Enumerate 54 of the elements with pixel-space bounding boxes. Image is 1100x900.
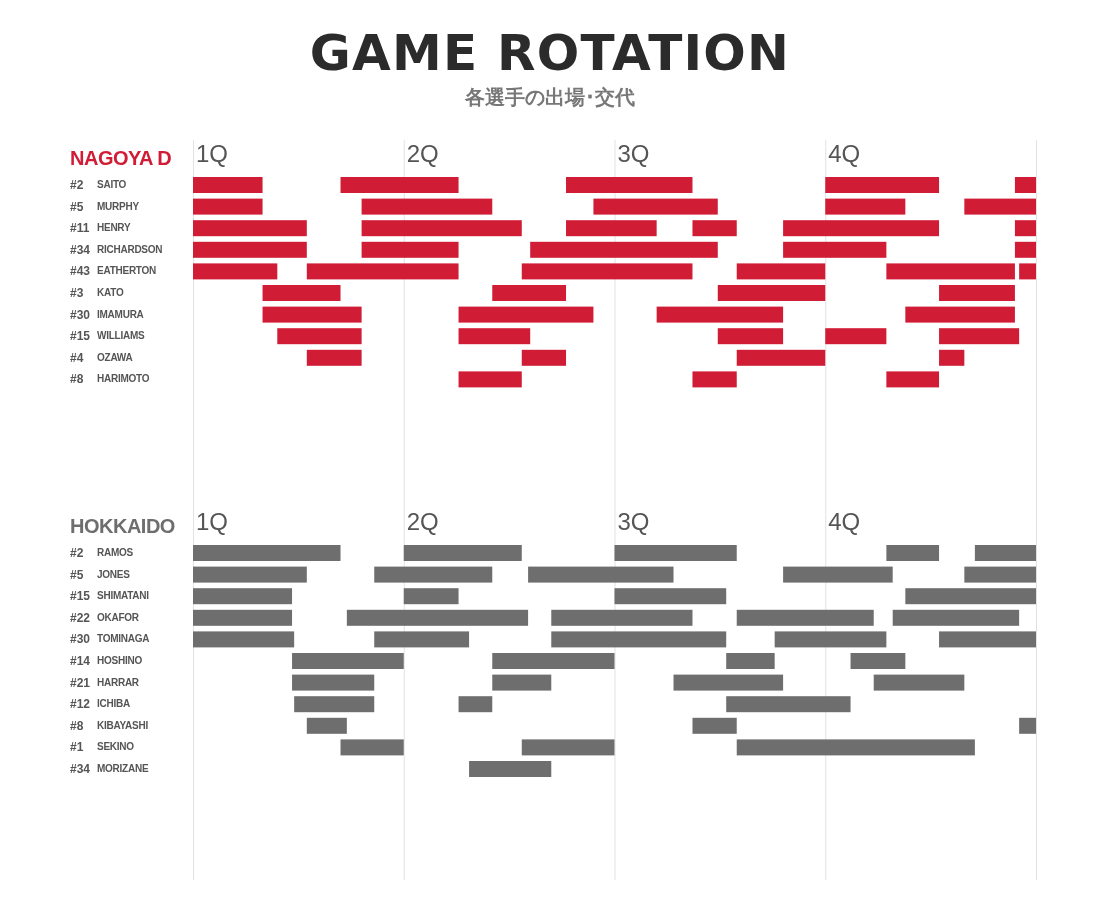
jersey-number: #3 bbox=[70, 287, 84, 299]
jersey-number: #43 bbox=[70, 265, 91, 278]
player-name: TOMINAGA bbox=[97, 634, 150, 645]
player-name: MURPHY bbox=[97, 201, 139, 212]
subtitle: 各選手の出場･交代 bbox=[464, 85, 636, 110]
quarter-label: 1Q bbox=[196, 510, 228, 534]
player-name: OZAWA bbox=[97, 352, 133, 363]
jersey-number: #34 bbox=[70, 243, 91, 256]
jersey-number: #5 bbox=[70, 568, 84, 581]
player-name: HARIMOTO bbox=[97, 374, 150, 385]
jersey-number: #30 bbox=[70, 633, 91, 646]
player-name: WILLIAMS bbox=[97, 331, 145, 342]
player-name: ICHIBA bbox=[97, 699, 130, 710]
quarter-label: 3Q bbox=[617, 510, 650, 534]
player-name: HENRY bbox=[97, 223, 131, 234]
player-name: SHIMATANI bbox=[97, 591, 149, 602]
quarter-label: 3Q bbox=[617, 142, 650, 166]
jersey-number: #4 bbox=[70, 351, 84, 364]
player-name: MORIZANE bbox=[97, 764, 149, 774]
player-name: EATHERTON bbox=[97, 266, 157, 277]
player-name: SAITO bbox=[97, 180, 127, 190]
player-name: KATO bbox=[97, 288, 124, 298]
jersey-number: #8 bbox=[70, 719, 84, 732]
jersey-number: #34 bbox=[70, 763, 91, 775]
jersey-number: #1 bbox=[70, 741, 84, 754]
jersey-number: #11 bbox=[70, 222, 90, 235]
player-name: IMAMURA bbox=[97, 309, 144, 320]
jersey-number: #8 bbox=[70, 373, 84, 386]
player-name: RICHARDSON bbox=[97, 244, 163, 255]
quarter-label: 1Q bbox=[196, 142, 228, 166]
jersey-number: #5 bbox=[70, 200, 84, 213]
jersey-number: #12 bbox=[70, 698, 91, 711]
player-name: JONES bbox=[97, 569, 130, 580]
quarter-label: 4Q bbox=[828, 510, 861, 534]
jersey-number: #2 bbox=[70, 547, 84, 559]
jersey-number: #15 bbox=[70, 330, 91, 343]
quarter-label: 2Q bbox=[406, 142, 439, 166]
quarter-label: 4Q bbox=[828, 142, 861, 166]
team-name: HOKKAIDO bbox=[70, 516, 175, 536]
player-name: OKAFOR bbox=[97, 612, 139, 623]
jersey-number: #22 bbox=[70, 611, 91, 624]
jersey-number: #2 bbox=[70, 179, 84, 191]
jersey-number: #30 bbox=[70, 308, 91, 321]
title: GAME ROTATION bbox=[308, 28, 792, 78]
jersey-number: #15 bbox=[70, 590, 91, 603]
player-name: KIBAYASHI bbox=[97, 720, 148, 731]
player-name: SEKINO bbox=[97, 742, 134, 753]
quarter-label: 2Q bbox=[406, 510, 439, 534]
jersey-number: #21 bbox=[70, 676, 91, 689]
jersey-number: #14 bbox=[70, 655, 91, 667]
team-name: NAGOYA D bbox=[70, 148, 172, 168]
player-name: RAMOS bbox=[97, 548, 133, 558]
player-name: HARRAR bbox=[97, 677, 139, 688]
player-name: HOSHINO bbox=[97, 656, 142, 666]
